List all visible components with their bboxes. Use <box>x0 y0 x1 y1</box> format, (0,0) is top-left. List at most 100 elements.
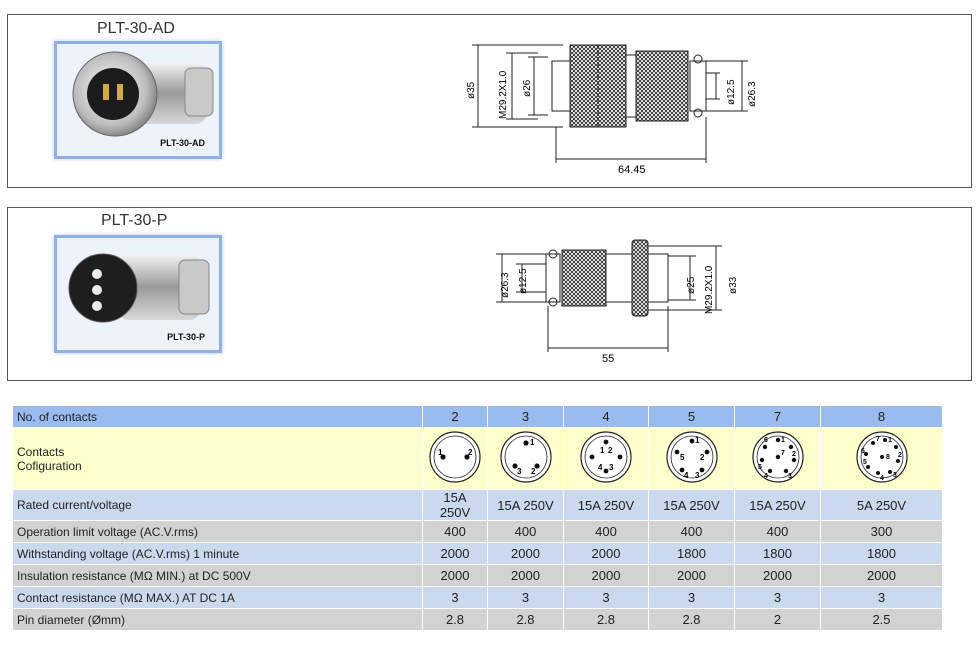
pin-layout-5-diagram: 1 5 2 4 3 <box>665 431 718 483</box>
pin-layout-7-diagram: 1 6 2 7 5 4 3 <box>751 431 804 483</box>
pin-label: 4 <box>880 475 884 482</box>
contact-count: 2 <box>423 406 487 427</box>
row-label: Operation limit voltage (AC.V.rms) <box>13 521 422 542</box>
connector-plug-image <box>72 51 214 137</box>
pin-label: 7 <box>876 436 880 443</box>
dim-outer-diameter: ø35 <box>466 81 477 99</box>
row-label: Withstanding voltage (AC.V.rms) 1 minute <box>13 543 422 564</box>
row-value: 2.5 <box>821 609 942 630</box>
pin-layout-cell: 1 5 2 4 3 <box>649 428 734 489</box>
pin-label: 8 <box>886 454 890 461</box>
pin-label: 1 <box>600 446 605 455</box>
row-value: 2.8 <box>423 609 487 630</box>
pin-label: 3 <box>893 472 897 479</box>
pin-layout-cell: 1 2 4 3 <box>564 428 648 489</box>
pin-label: 2 <box>898 452 902 459</box>
row-value: 1800 <box>735 543 820 564</box>
row-value: 3 <box>735 587 820 608</box>
pin-label: 2 <box>468 448 473 457</box>
pin-layout-cell: 1 6 2 7 5 4 3 <box>735 428 820 489</box>
dim-length: 55 <box>602 353 614 365</box>
contact-count: 3 <box>488 406 563 427</box>
pin-label: 3 <box>788 473 792 480</box>
dim-clamp-diameter: ø26.3 <box>500 272 511 298</box>
table-row: Pin diameter (Ømm) 2.8 2.8 2.8 2.8 2 2.5 <box>13 609 942 630</box>
row-value: 15A 250V <box>564 490 648 520</box>
photo-caption: PLT-30-AD <box>160 138 205 148</box>
pin-label: 1 <box>888 437 892 444</box>
pin-layout-cell: 1 7 2 6 8 5 4 3 <box>821 428 942 489</box>
pin-label: 2 <box>792 451 796 458</box>
pin-label: 2 <box>700 453 705 462</box>
row-value: 3 <box>564 587 648 608</box>
table-row: Rated current/voltage 15A 250V 15A 250V … <box>13 490 942 520</box>
pin-label: 1 <box>695 436 700 445</box>
row-value: 5A 250V <box>821 490 942 520</box>
config-row: Contacts Cofiguration 1 2 1 3 2 <box>13 428 942 489</box>
pin-label: 7 <box>781 450 785 457</box>
product-title: PLT-30-AD <box>97 20 175 37</box>
row-value: 400 <box>488 521 563 542</box>
row-value: 3 <box>423 587 487 608</box>
header-label: No. of contacts <box>13 406 422 427</box>
row-value: 2000 <box>423 543 487 564</box>
pin-label: 1 <box>438 448 443 457</box>
row-value: 2000 <box>564 543 648 564</box>
row-value: 3 <box>821 587 942 608</box>
pin-label: 5 <box>680 453 685 462</box>
table-row: Insulation resistance (MΩ MIN.) at DC 50… <box>13 565 942 586</box>
dim-thread: M29.2X1.0 <box>498 70 509 119</box>
dim-outer-diameter: ø33 <box>728 276 739 294</box>
row-value: 2000 <box>564 565 648 586</box>
pin-label: 1 <box>781 437 785 444</box>
row-value: 2000 <box>649 565 734 586</box>
contact-count: 4 <box>564 406 648 427</box>
connector-socket-image <box>68 253 210 323</box>
config-label: Contacts Cofiguration <box>13 428 422 489</box>
dim-inner-diameter: ø26 <box>522 79 533 97</box>
row-value: 1800 <box>649 543 734 564</box>
dim-thread: M29.2X1.0 <box>704 265 715 314</box>
row-value: 3 <box>649 587 734 608</box>
pin-label: 3 <box>695 471 700 480</box>
row-label: Insulation resistance (MΩ MIN.) at DC 50… <box>13 565 422 586</box>
row-label: Rated current/voltage <box>13 490 422 520</box>
row-value: 2.8 <box>564 609 648 630</box>
pin-label: 5 <box>758 464 762 471</box>
row-value: 1800 <box>821 543 942 564</box>
row-value: 15A 250V <box>488 490 563 520</box>
pin-label: 6 <box>764 437 768 444</box>
dim-cable-diameter: ø12.5 <box>726 79 737 105</box>
row-value: 2000 <box>488 543 563 564</box>
pin-label: 6 <box>861 448 865 455</box>
contact-count: 8 <box>821 406 942 427</box>
config-label-line: Cofiguration <box>17 458 82 473</box>
contact-count: 7 <box>735 406 820 427</box>
row-value: 400 <box>564 521 648 542</box>
pin-label: 1 <box>530 438 535 447</box>
pin-label: 2 <box>531 467 536 476</box>
row-value: 15A 250V <box>423 490 487 520</box>
row-value: 2.8 <box>488 609 563 630</box>
row-label: Contact resistance (MΩ MAX.) AT DC 1A <box>13 587 422 608</box>
product-panel-plt-30-ad: PLT-30-AD PLT-30-AD <box>7 14 972 188</box>
row-value: 3 <box>488 587 563 608</box>
config-label-line: Contacts <box>17 444 65 459</box>
product-photo: PLT-30-AD <box>54 41 222 159</box>
pin-label: 5 <box>863 459 867 466</box>
row-value: 400 <box>423 521 487 542</box>
row-value: 2000 <box>488 565 563 586</box>
contact-count: 5 <box>649 406 734 427</box>
table-row: Operation limit voltage (AC.V.rms) 400 4… <box>13 521 942 542</box>
pin-label: 4 <box>764 473 768 480</box>
product-title: PLT-30-P <box>101 212 168 229</box>
pin-layout-4-diagram: 1 2 4 3 <box>580 431 632 483</box>
table-header-row: No. of contacts 2 3 4 5 7 8 <box>13 406 942 427</box>
row-value: 2000 <box>735 565 820 586</box>
row-value: 15A 250V <box>735 490 820 520</box>
row-value: 300 <box>821 521 942 542</box>
table-row: Contact resistance (MΩ MAX.) AT DC 1A 3 … <box>13 587 942 608</box>
row-value: 2000 <box>821 565 942 586</box>
pin-label: 3 <box>517 467 522 476</box>
pin-label: 3 <box>609 463 614 472</box>
